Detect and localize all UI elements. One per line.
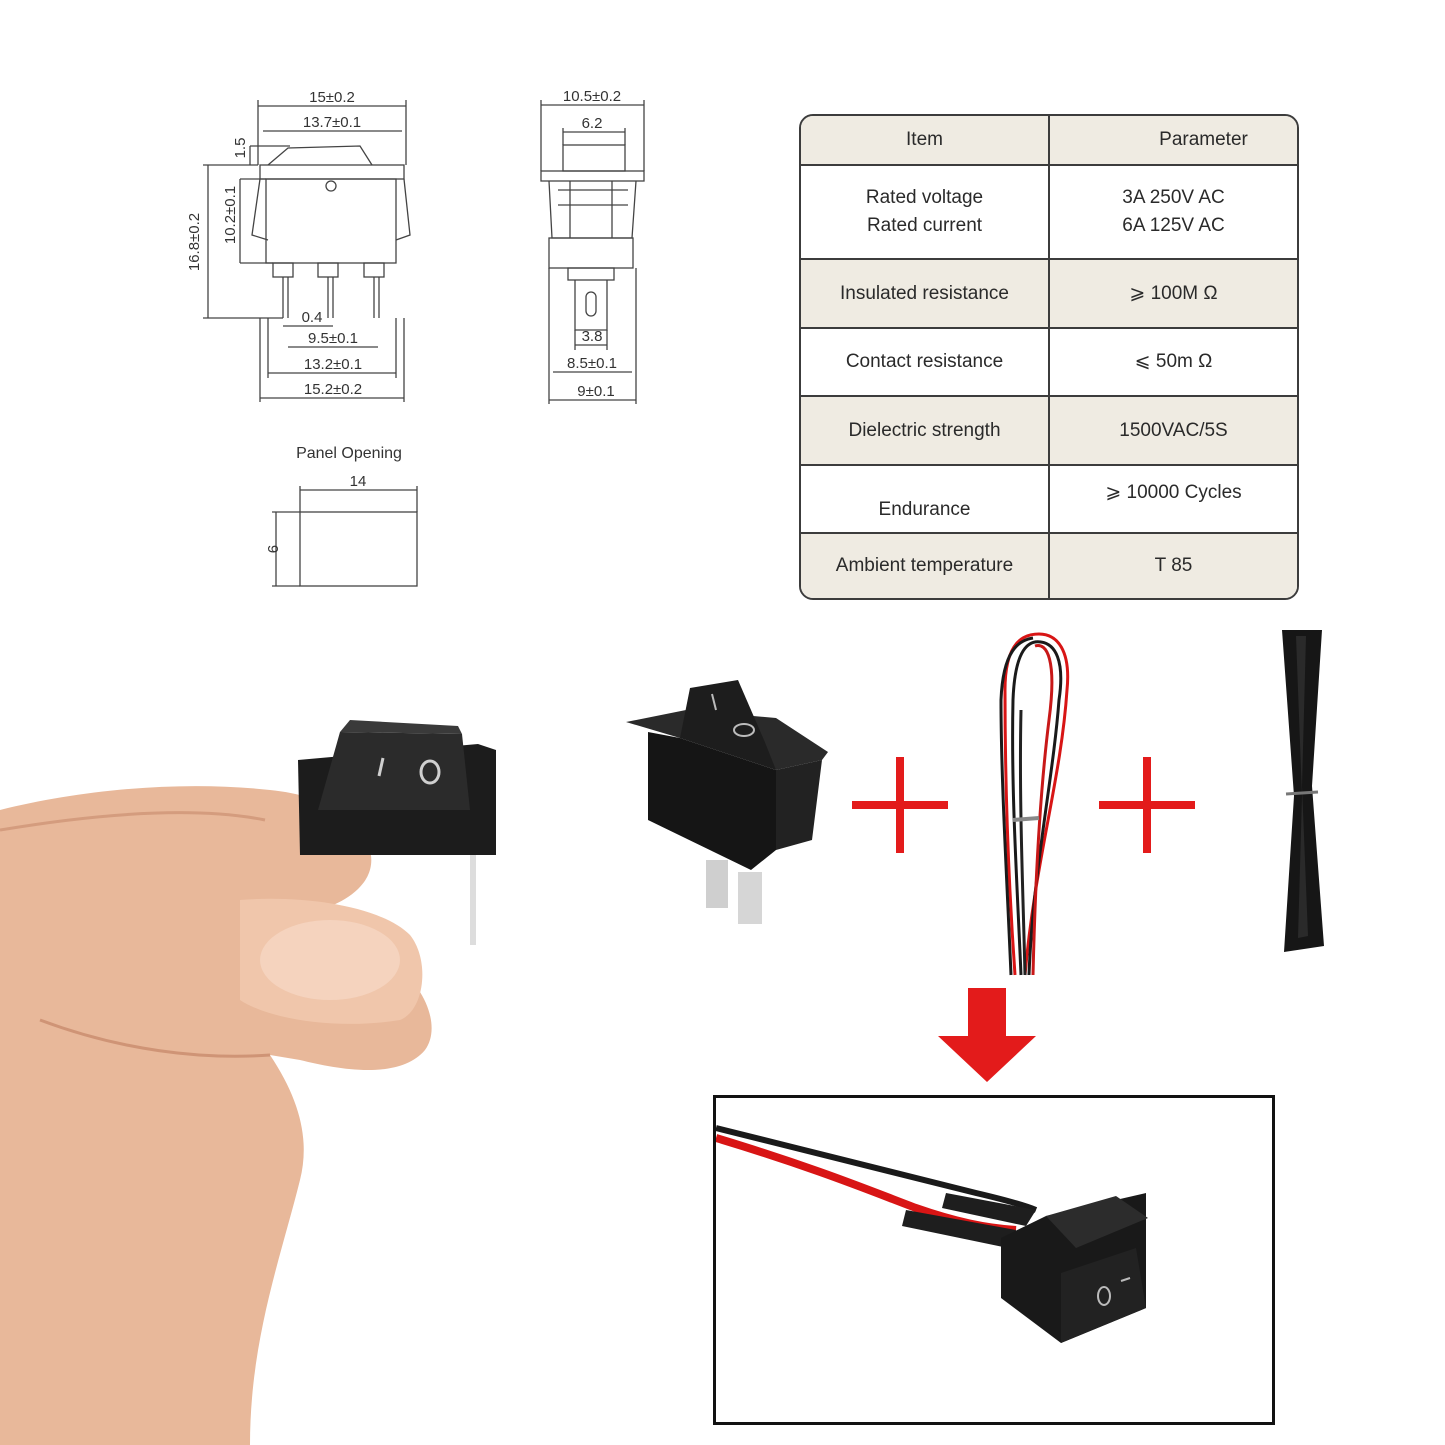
spec-value-cell: ⩾ 100M Ω [1050,260,1297,327]
spec-row-endurance: Endurance ⩾ 10000 Cycles [801,466,1297,534]
spec-row-rated: Rated voltage Rated current 3A 250V AC 6… [801,166,1297,260]
panel-opening-width: 14 [350,473,367,490]
spec-value-text: ⩾ 100M Ω [1129,282,1218,304]
spec-item-text: Ambient temperature [835,555,1014,576]
spec-header-parameter-label: Parameter [1159,129,1248,150]
dim-front-total-height: 16.8±0.2 [186,213,203,271]
hand-holding-switch-photo: I [0,720,496,1445]
wire-bundle-photo [999,632,1070,976]
dim-front-top-inner: 13.7±0.1 [303,114,361,131]
spec-row-temperature: Ambient temperature T 85 [801,534,1297,598]
spec-value-text: 3A 250V AC [1122,187,1225,208]
spec-item-text: Rated voltage [865,187,984,208]
spec-item-cell: Contact resistance [801,329,1050,395]
spec-item-text: Endurance [878,499,971,520]
dim-side-bottom-inner: 8.5±0.1 [567,355,617,372]
spec-value-text: ⩽ 50m Ω [1134,351,1213,372]
spec-value-cell: 1500VAC/5S [1050,397,1297,464]
spec-item-text: Insulated resistance [840,282,1009,304]
spec-row-contact: Contact resistance ⩽ 50m Ω [801,329,1297,397]
dim-front-pin-pitch: 9.5±0.1 [308,330,358,347]
dim-side-pin-width: 3.8 [582,328,603,345]
spec-value-cell: T 85 [1050,534,1297,598]
spec-item-text: Dielectric strength [848,419,1001,441]
dim-front-bottom-inner: 13.2±0.1 [304,356,362,373]
dim-side-top-inner: 6.2 [582,115,603,132]
dim-side-bottom-outer: 9±0.1 [577,383,614,400]
spec-value-text: 1500VAC/5S [1119,419,1228,441]
spec-value-cell: 3A 250V AC 6A 125V AC [1050,166,1297,258]
panel-opening-height: 9 [264,545,281,553]
plus-icon [852,757,948,853]
spec-table: Item Parameter Rated voltage Rated curre… [799,114,1299,600]
spec-value-cell: ⩽ 50m Ω [1050,329,1297,395]
spec-header-item: Item [801,116,1050,164]
rocker-switch-held: I [0,720,496,945]
spec-item-cell: Ambient temperature [801,534,1050,598]
down-arrow-icon [938,988,1036,1082]
heat-shrink-tube-photo [1282,630,1324,952]
spec-header-parameter: Parameter [1050,116,1297,164]
assembled-switch-photo [714,1125,1148,1343]
dim-front-rocker-height: 1.5 [232,138,249,159]
panel-opening-title: Panel Opening [296,445,402,462]
dim-front-pin-width: 0.4 [302,309,323,326]
spec-item-cell: Dielectric strength [801,397,1050,464]
switch-product-photo [626,680,828,924]
spec-header-row: Item Parameter [801,116,1297,166]
switch-marking-on: I [0,720,1,721]
dim-front-body-height: 10.2±0.1 [222,186,239,244]
spec-item-cell: Insulated resistance [801,260,1050,327]
spec-value-text: 6A 125V AC [1122,215,1225,236]
spec-item-text: Contact resistance [845,351,1004,372]
spec-value-text: T 85 [1154,555,1193,576]
plus-icon [1099,757,1195,853]
spec-row-dielectric: Dielectric strength 1500VAC/5S [801,397,1297,466]
spec-value-text: ⩾ 10000 Cycles [1105,482,1242,503]
spec-value-cell: ⩾ 10000 Cycles [1050,466,1297,532]
dimension-drawing: 15±0.2 13.7±0.1 1.5 10.2±0.1 16.8±0.2 0.… [186,88,645,587]
dim-front-bottom-outer: 15.2±0.2 [304,381,362,398]
spec-header-item-label: Item [906,129,943,150]
spec-item-cell: Endurance [801,466,1050,532]
spec-row-insulated: Insulated resistance ⩾ 100M Ω [801,260,1297,329]
dim-side-top-outer: 10.5±0.2 [563,88,621,105]
dim-front-top-outer: 15±0.2 [309,89,355,106]
assembled-result-frame [713,1095,1275,1425]
spec-item-cell: Rated voltage Rated current [801,166,1050,258]
spec-item-text: Rated current [866,215,983,236]
